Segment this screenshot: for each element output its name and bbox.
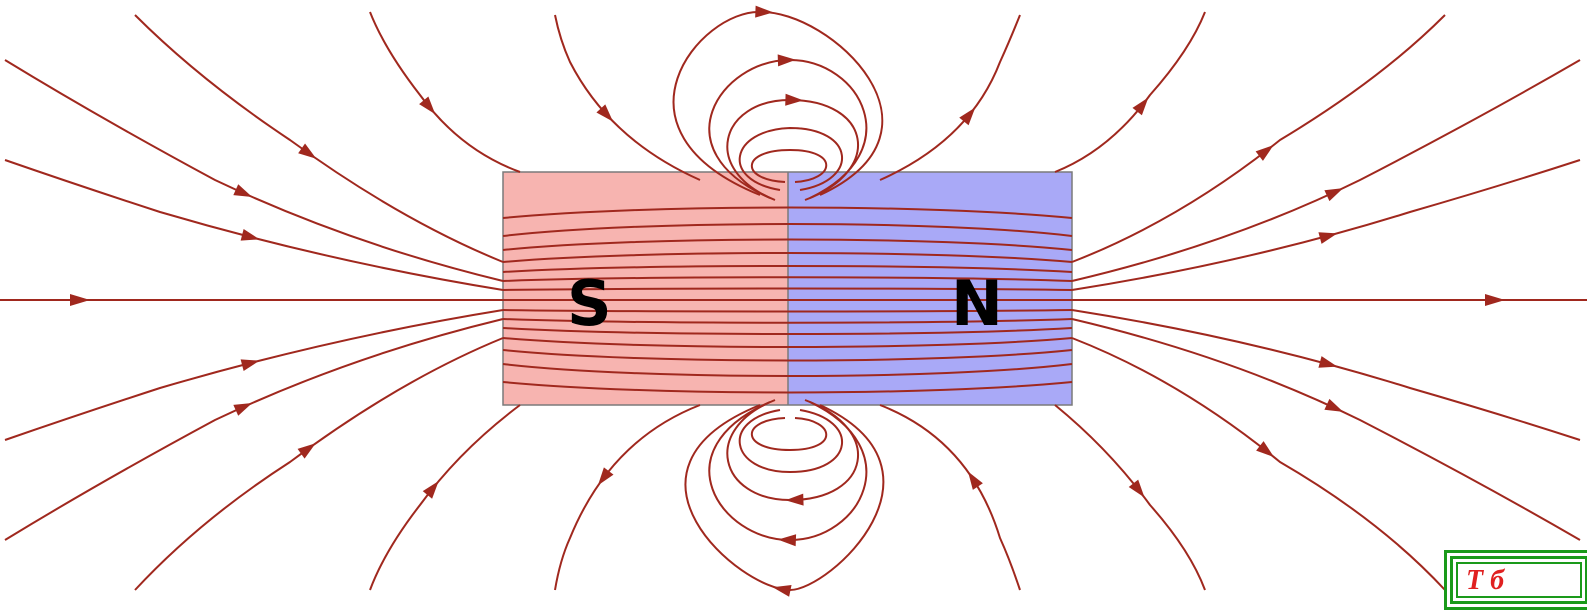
field-line xyxy=(1071,59,1581,282)
field-arrow xyxy=(298,143,317,159)
corner-badge-frame: Т б xyxy=(1450,556,1587,604)
field-line xyxy=(1071,14,1446,263)
field-arrow xyxy=(597,467,614,486)
field-line xyxy=(502,363,1073,377)
field-loop xyxy=(750,417,827,452)
field-line xyxy=(4,159,504,291)
field-line xyxy=(4,309,504,441)
field-line xyxy=(502,287,1073,291)
field-arrow xyxy=(1318,232,1338,244)
field-arrow xyxy=(755,5,774,18)
field-line xyxy=(879,14,1021,181)
field-line xyxy=(1071,337,1446,591)
field-line xyxy=(879,404,1021,591)
field-line xyxy=(134,337,504,591)
field-line xyxy=(1071,309,1581,441)
field-line xyxy=(502,318,1073,324)
field-arrow xyxy=(777,54,796,67)
field-line xyxy=(554,14,701,181)
field-line xyxy=(502,381,1073,394)
field-arrow xyxy=(233,184,253,198)
field-arrow xyxy=(785,493,804,506)
field-arrow xyxy=(240,229,260,241)
field-arrow xyxy=(297,443,316,459)
corner-badge-text: Т б xyxy=(1456,562,1582,598)
field-arrow xyxy=(233,402,253,416)
field-line xyxy=(369,404,521,591)
field-arrow xyxy=(1485,294,1505,306)
field-line xyxy=(4,59,504,282)
field-arrow xyxy=(959,107,976,126)
field-line xyxy=(502,349,1073,362)
field-line xyxy=(502,252,1073,263)
north-pole-label: N xyxy=(951,267,1003,340)
field-line xyxy=(502,327,1073,335)
field-line xyxy=(554,404,701,591)
field-loop xyxy=(738,126,843,191)
field-arrow xyxy=(70,294,90,306)
field-loop xyxy=(738,409,843,474)
field-arrow xyxy=(422,480,439,499)
corner-badge: Т б xyxy=(1444,550,1587,610)
field-line xyxy=(502,309,1073,313)
field-arrow xyxy=(1255,145,1274,161)
field-loop xyxy=(750,148,827,183)
field-arrow xyxy=(1318,356,1338,368)
field-arrow xyxy=(1128,479,1145,498)
field-arrow xyxy=(1324,188,1344,202)
field-arrow xyxy=(419,96,436,115)
field-line xyxy=(1071,318,1581,541)
field-line xyxy=(502,337,1073,348)
field-line xyxy=(502,238,1073,251)
field-line xyxy=(369,11,521,173)
field-line xyxy=(134,14,504,263)
field-arrow xyxy=(967,471,983,490)
field-line xyxy=(502,206,1073,219)
field-line xyxy=(502,276,1073,282)
field-line xyxy=(1054,404,1206,591)
field-line xyxy=(4,318,504,541)
field-arrow xyxy=(1132,97,1149,116)
field-line xyxy=(502,265,1073,273)
field-lines xyxy=(0,5,1587,597)
field-arrow xyxy=(785,93,804,106)
field-line xyxy=(1071,159,1581,291)
south-pole-label: S xyxy=(567,267,612,340)
field-line xyxy=(502,223,1073,237)
field-arrow xyxy=(596,104,614,122)
field-arrow xyxy=(772,584,792,597)
field-arrow xyxy=(240,359,260,371)
field-line xyxy=(1054,11,1206,173)
field-arrow xyxy=(1256,441,1274,458)
field-arrow xyxy=(777,534,797,547)
field-arrow xyxy=(1324,398,1344,412)
